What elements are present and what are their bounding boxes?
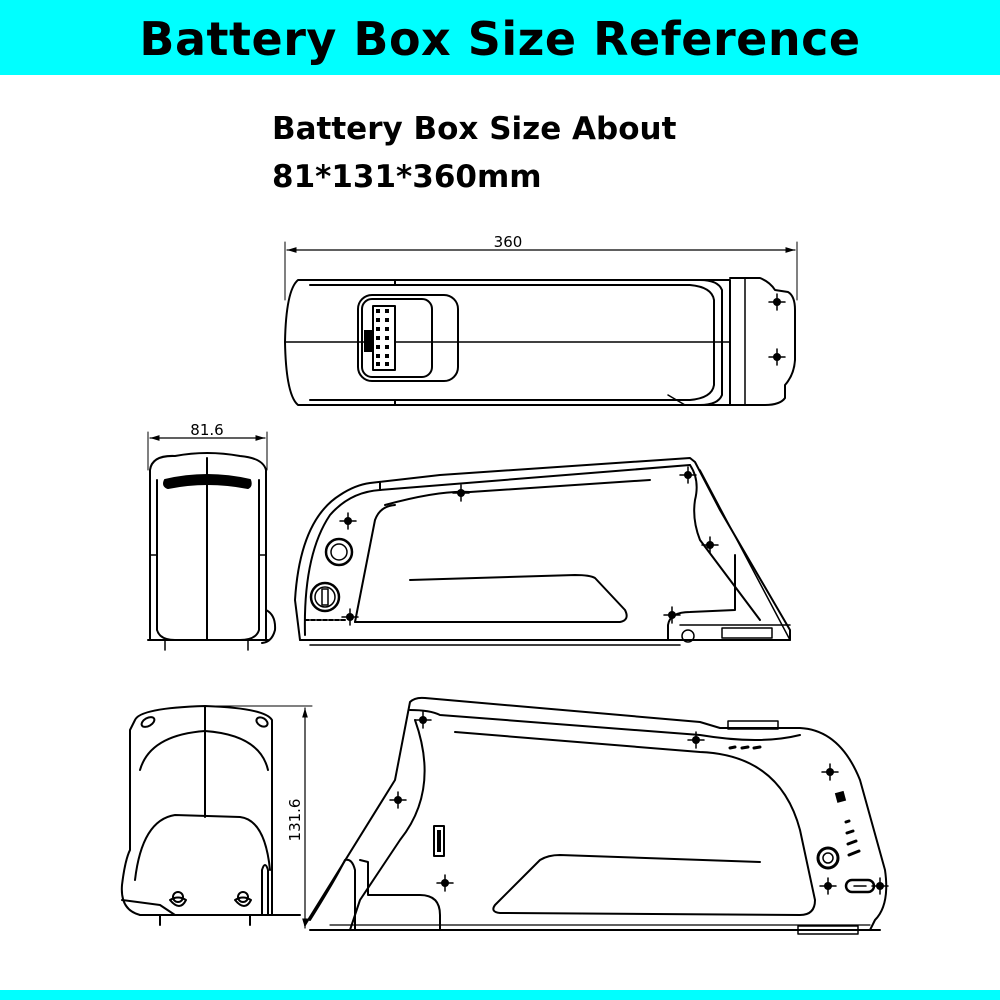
side-view-left (294, 457, 791, 646)
rear-end-view: 131.6 (120, 705, 313, 929)
top-view: 360 (284, 233, 798, 406)
front-end-view: 81.6 (147, 421, 277, 651)
height-dimension: 131.6 (286, 799, 304, 842)
size-summary-label: Battery Box Size About (272, 111, 677, 147)
footer-bar (0, 990, 1000, 1000)
width-dimension: 81.6 (190, 421, 223, 439)
page-title: Battery Box Size Reference (139, 11, 861, 66)
side-view-right (304, 696, 889, 935)
size-summary: Battery Box Size About 81*131*360mm (272, 105, 676, 201)
size-summary-value: 81*131*360mm (272, 159, 542, 195)
header-bar: Battery Box Size Reference (0, 0, 1000, 75)
length-dimension: 360 (494, 233, 523, 251)
